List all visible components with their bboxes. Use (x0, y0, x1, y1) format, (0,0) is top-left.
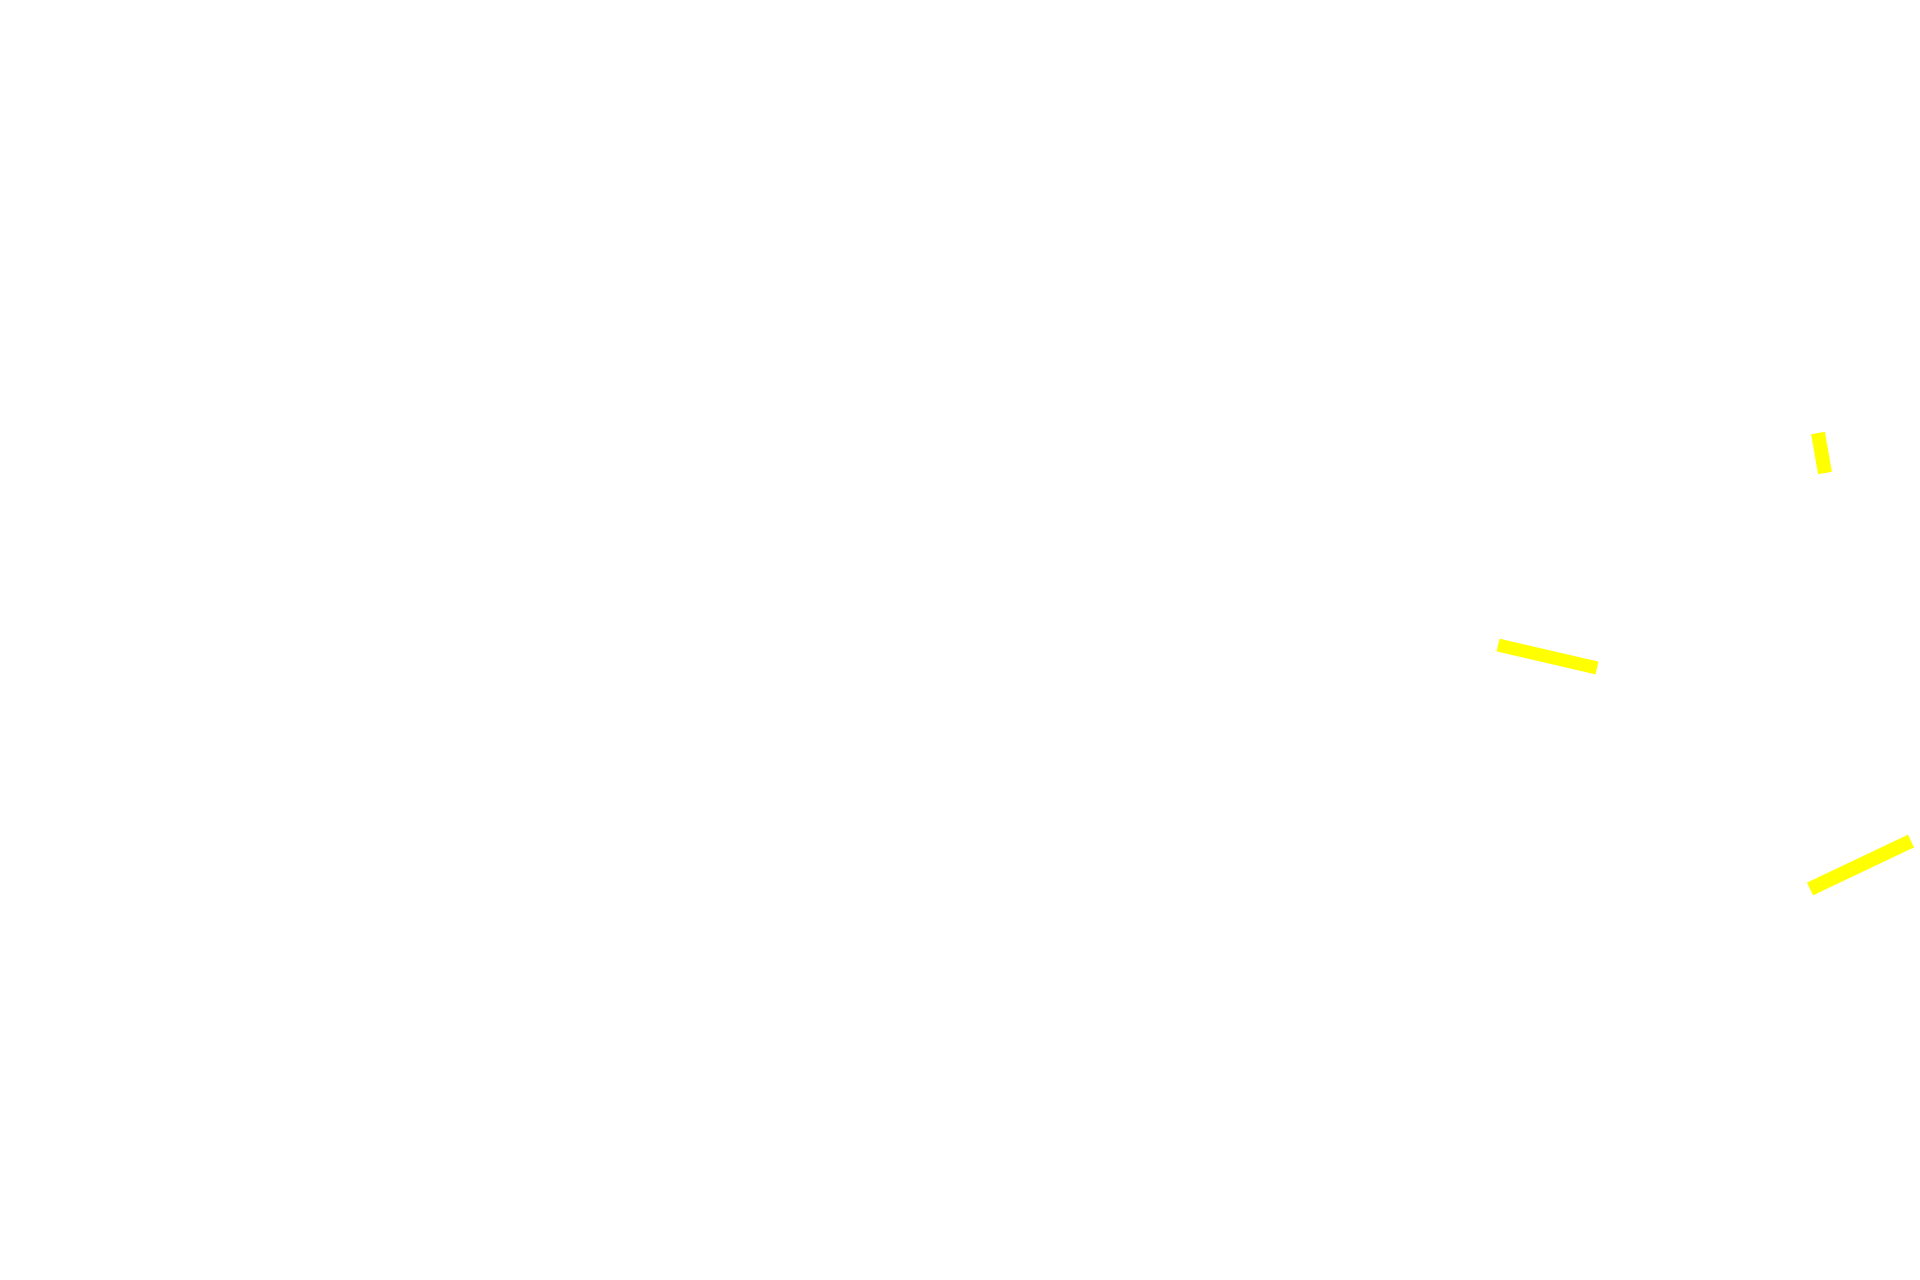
yellow-line-segment-2 (1496, 638, 1599, 675)
yellow-line-segment-1 (1811, 431, 1832, 475)
yellow-line-segment-3 (1806, 834, 1915, 896)
